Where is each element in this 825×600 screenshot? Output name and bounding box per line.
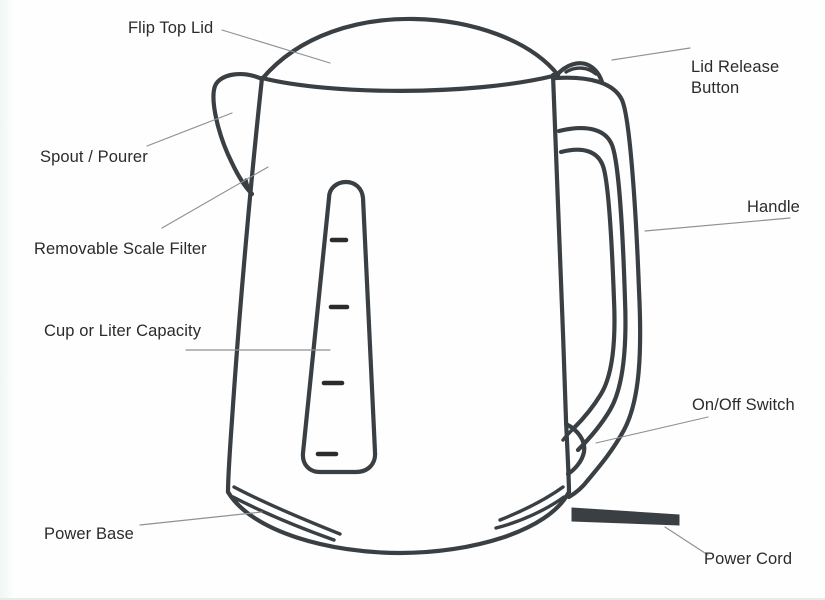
- label-on-off-switch: On/Off Switch: [692, 396, 795, 414]
- power-base-seam-right-lower: [494, 495, 566, 530]
- label-power-base: Power Base: [44, 525, 134, 543]
- on-off-switch: [563, 421, 587, 477]
- handle: [553, 75, 643, 500]
- handle-inner-contour: [558, 147, 617, 431]
- label-handle: Handle: [747, 198, 800, 216]
- power-base-bottom-curve: [225, 489, 572, 556]
- body-right-wall: [550, 72, 572, 495]
- power-base: [225, 485, 572, 556]
- handle-lower-tail: [566, 477, 591, 500]
- leader-power-base: [139, 511, 263, 526]
- label-power-cord: Power Cord: [704, 550, 793, 568]
- water-window-outline: [300, 179, 378, 475]
- lid-release-tab-inner: [564, 66, 598, 76]
- on-off-switch-outline: [563, 421, 587, 477]
- lid-release-tab: [553, 61, 605, 85]
- label-removable-scale-filter: Removable Scale Filter: [34, 240, 207, 258]
- label-flip-top-lid: Flip Top Lid: [128, 19, 214, 37]
- handle-outer-contour: [553, 75, 643, 483]
- flip-top-lid: [259, 16, 561, 82]
- label-cup-or-liter-capacity: Cup or Liter Capacity: [44, 322, 202, 340]
- leader-removable-scale-filter: [161, 166, 269, 229]
- lid-release-button: [553, 61, 605, 85]
- leader-spout-pourer: [146, 112, 233, 147]
- power-base-seam-left-lower: [231, 495, 336, 542]
- kettle-rim: [259, 73, 556, 93]
- label-lid-release-button: Lid Release Button: [691, 58, 780, 98]
- leader-on-off-switch: [595, 416, 709, 444]
- handle-middle-contour: [556, 126, 628, 453]
- kettle-body-group: [225, 16, 572, 495]
- body-left-wall: [225, 75, 265, 495]
- spout-inner-edge: [244, 178, 254, 196]
- leader-flip-top-lid: [221, 29, 331, 64]
- leader-handle: [644, 217, 791, 232]
- power-cord: [571, 507, 680, 526]
- power-base-seam-left-upper: [232, 485, 342, 536]
- label-spout-pourer: Spout / Pourer: [40, 148, 148, 166]
- leader-power-cord: [664, 526, 709, 556]
- power-base-seam-right-upper: [498, 485, 565, 522]
- leader-lines: [139, 29, 791, 556]
- leader-lid-release-button: [611, 47, 691, 61]
- cup-or-liter-capacity-window: [300, 179, 378, 475]
- power-cord-bar: [571, 507, 680, 526]
